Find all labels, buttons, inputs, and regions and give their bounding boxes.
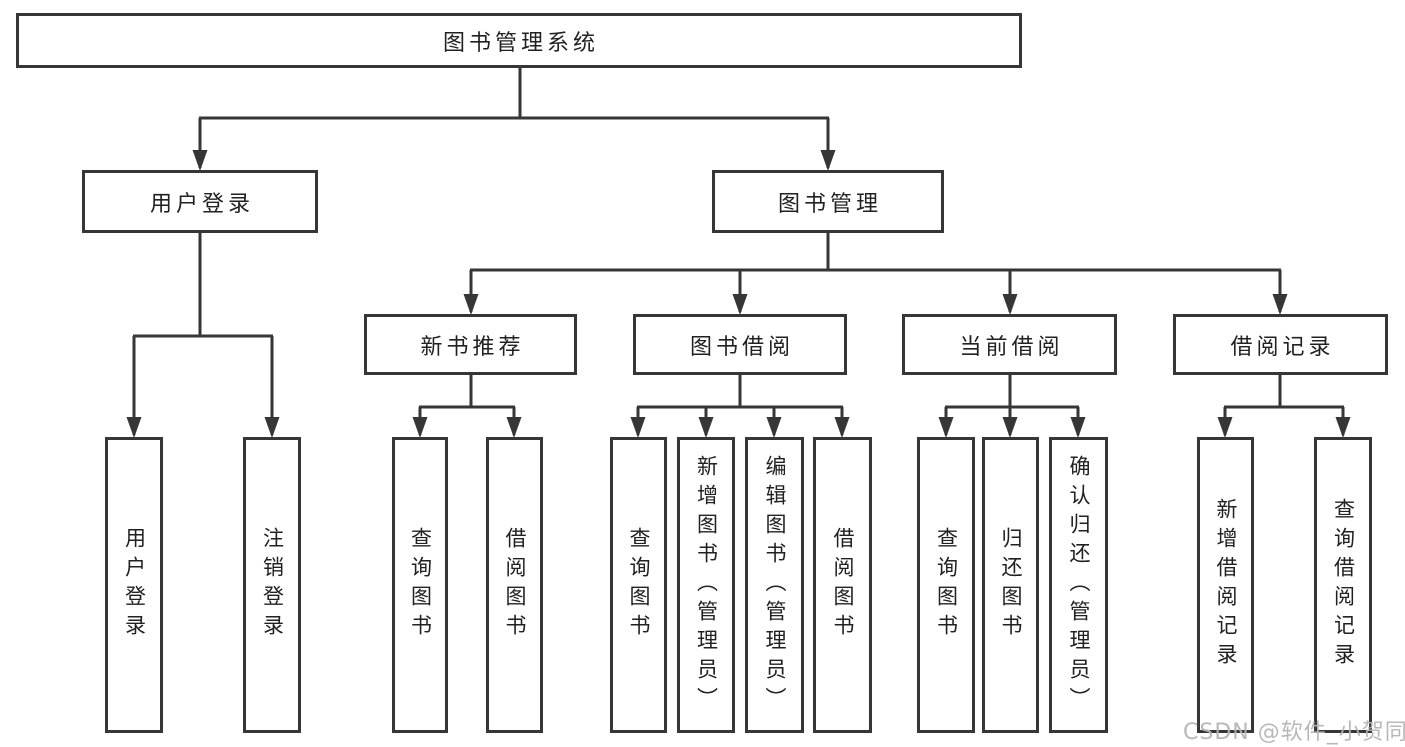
leaf-query-book-3-label: 查询图书 bbox=[934, 527, 959, 643]
node-user-login: 用户登录 bbox=[82, 170, 318, 233]
node-book-management: 图书管理 bbox=[712, 170, 944, 233]
leaf-logout-login-label: 注销登录 bbox=[260, 527, 285, 643]
leaf-add-book-admin-label: 新增图书（管理员） bbox=[694, 454, 719, 716]
node-current-borrow: 当前借阅 bbox=[902, 314, 1117, 375]
leaf-logout-login: 注销登录 bbox=[243, 437, 301, 733]
leaf-add-borrow-record-label: 新增借阅记录 bbox=[1214, 498, 1238, 672]
leaf-edit-book-admin: 编辑图书（管理员） bbox=[745, 437, 804, 733]
node-book-borrow-label: 图书借阅 bbox=[689, 334, 794, 360]
leaf-confirm-return-admin-label: 确认归还（管理员） bbox=[1067, 454, 1091, 716]
leaf-query-book-2-label: 查询图书 bbox=[627, 527, 651, 643]
csdn-watermark: CSDN @软件_小贺同学 bbox=[1183, 720, 1405, 745]
leaf-query-borrow-record-label: 查询借阅记录 bbox=[1331, 498, 1356, 672]
node-borrow-record: 借阅记录 bbox=[1173, 314, 1388, 375]
node-root-label: 图书管理系统 bbox=[442, 30, 599, 56]
leaf-add-book-admin: 新增图书（管理员） bbox=[677, 437, 735, 733]
connector-path bbox=[132, 68, 1345, 435]
node-borrow-record-label: 借阅记录 bbox=[1230, 334, 1335, 360]
leaf-query-book-2: 查询图书 bbox=[610, 437, 667, 733]
leaf-add-borrow-record: 新增借阅记录 bbox=[1197, 437, 1254, 733]
leaf-borrow-book-2: 借阅图书 bbox=[813, 437, 872, 733]
leaf-confirm-return-admin: 确认归还（管理员） bbox=[1049, 437, 1108, 733]
leaf-borrow-book-1-label: 借阅图书 bbox=[503, 527, 527, 643]
node-book-management-label: 图书管理 bbox=[777, 191, 882, 217]
leaf-borrow-book-2-label: 借阅图书 bbox=[831, 527, 855, 643]
leaf-query-book-1: 查询图书 bbox=[392, 437, 448, 733]
leaf-return-book: 归还图书 bbox=[982, 437, 1039, 733]
node-new-book-recommend-label: 新书推荐 bbox=[420, 334, 525, 360]
leaf-borrow-book-1: 借阅图书 bbox=[486, 437, 543, 733]
leaf-user-login: 用户登录 bbox=[105, 437, 163, 733]
leaf-return-book-label: 归还图书 bbox=[999, 527, 1023, 643]
leaf-edit-book-admin-label: 编辑图书（管理员） bbox=[763, 454, 787, 716]
node-user-login-label: 用户登录 bbox=[149, 191, 254, 217]
node-root: 图书管理系统 bbox=[16, 13, 1022, 68]
leaf-query-book-1-label: 查询图书 bbox=[408, 527, 433, 643]
node-current-borrow-label: 当前借阅 bbox=[959, 334, 1064, 360]
leaf-query-book-3: 查询图书 bbox=[917, 437, 975, 733]
node-new-book-recommend: 新书推荐 bbox=[364, 314, 577, 375]
node-book-borrow: 图书借阅 bbox=[633, 314, 847, 375]
leaf-query-borrow-record: 查询借阅记录 bbox=[1314, 437, 1372, 733]
leaf-user-login-label: 用户登录 bbox=[122, 527, 147, 643]
